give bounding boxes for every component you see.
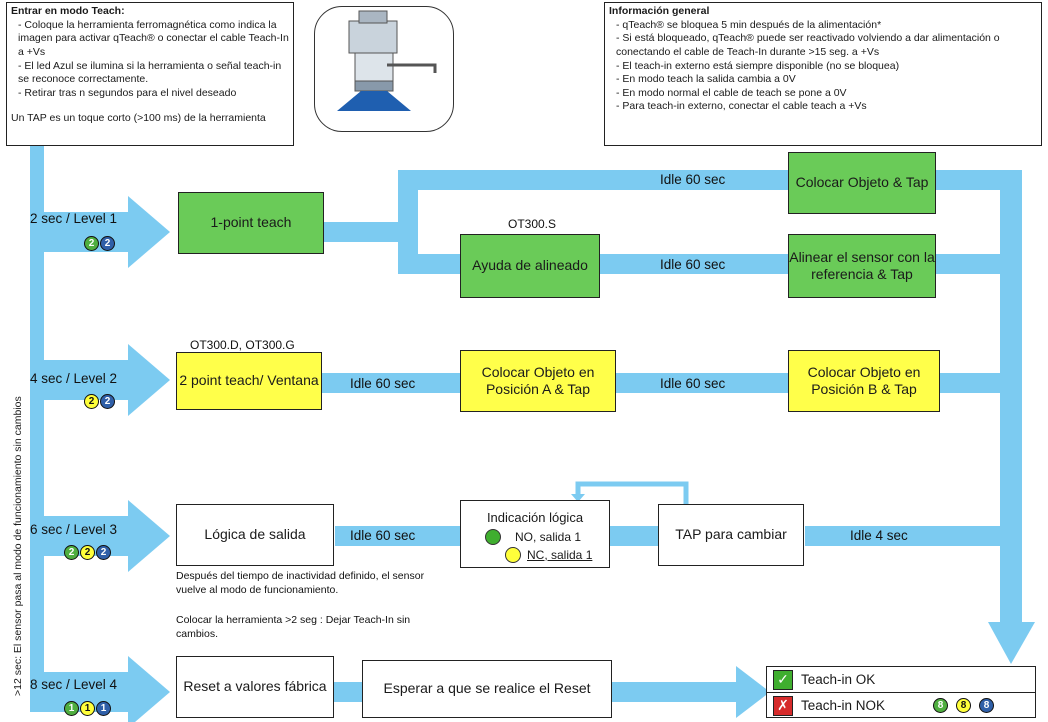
led-green: 8 [933, 698, 948, 713]
teach-mode-item: - El led Azul se ilumina si la herramien… [18, 59, 282, 86]
result-legend: ✓ Teach-in OK ✗ Teach-in NOK 8 8 8 [766, 666, 1036, 718]
level-1-leds: 2 2 [84, 236, 115, 251]
green-led-icon [485, 529, 501, 546]
info-item: - qTeach® se bloquea 5 min después de la… [616, 18, 882, 31]
tap-note: Un TAP es un toque corto (>100 ms) de la… [11, 112, 266, 125]
tap-cambiar-box: TAP para cambiar [658, 504, 804, 566]
level-1-label: 2 sec / Level 1 [30, 211, 118, 226]
inactivity-note: Después del tiempo de inactividad defini… [176, 570, 425, 596]
logica-salida-box: Lógica de salida [176, 504, 334, 566]
ayuda-alineado-box: Ayuda de alineado [460, 234, 600, 298]
cross-icon: ✗ [773, 695, 793, 716]
teach-nok-row: ✗ Teach-in NOK 8 8 8 [767, 693, 1035, 718]
info-item: - En modo teach la salida cambia a 0V [616, 73, 796, 86]
indicacion-logica-box: Indicación lógica NO, salida 1 NC, salid… [460, 500, 610, 568]
posicion-a-box: Colocar Objeto en Posición A & Tap [460, 350, 616, 412]
level-3-leds: 2 2 2 [64, 545, 111, 560]
teach-mode-title: Entrar en modo Teach: [11, 5, 125, 17]
level-3-label: 6 sec / Level 3 [30, 522, 118, 537]
teach-mode-item: - Coloque la herramienta ferromagnética … [18, 18, 289, 58]
alinear-sensor-box: Alinear el sensor con la referencia & Ta… [788, 234, 936, 298]
posicion-b-box: Colocar Objeto en Posición B & Tap [788, 350, 940, 412]
nc-salida-label: NC, salida 1 [527, 547, 593, 562]
check-icon: ✓ [773, 669, 793, 690]
led-yellow: 1 [80, 701, 95, 716]
teach-ok-row: ✓ Teach-in OK [767, 667, 1035, 693]
teach-nok-label: Teach-in NOK [801, 698, 886, 713]
level-4-leds: 1 1 1 [64, 701, 111, 716]
nc-row: NC, salida 1 [505, 547, 609, 564]
idle-label-3: Idle 60 sec [350, 376, 416, 391]
one-point-teach-box: 1-point teach [178, 192, 324, 254]
level-4-label: 8 sec / Level 4 [30, 677, 118, 692]
led-blue: 8 [979, 698, 994, 713]
idle-label-4: Idle 60 sec [660, 376, 726, 391]
nok-leds: 8 8 8 [933, 698, 994, 713]
sensor-illustration [314, 6, 454, 132]
info-item: - En modo normal el cable de teach se po… [616, 86, 847, 99]
sensor-icon [337, 10, 437, 111]
led-blue: 2 [100, 236, 115, 251]
led-yellow: 2 [80, 545, 95, 560]
led-yellow: 2 [84, 394, 99, 409]
idle-label-2: Idle 60 sec [660, 257, 726, 272]
led-blue: 2 [96, 545, 111, 560]
colocar-objeto-tap-box: Colocar Objeto & Tap [788, 152, 936, 214]
reset-box: Reset a valores fábrica [176, 656, 334, 718]
general-info-box: Información general - qTeach® se bloquea… [604, 2, 1042, 146]
teach-mode-box: Entrar en modo Teach: - Coloque la herra… [6, 2, 294, 146]
teach-ok-label: Teach-in OK [801, 672, 876, 687]
yellow-led-icon [505, 547, 521, 564]
led-yellow: 8 [956, 698, 971, 713]
esperar-reset-box: Esperar a que se realice el Reset [362, 660, 612, 718]
model-ot300dg: OT300.D, OT300.G [190, 338, 295, 352]
led-blue: 2 [100, 394, 115, 409]
idle-label-1: Idle 60 sec [660, 172, 726, 187]
indicacion-title: Indicación lógica [486, 510, 584, 525]
general-info-title: Información general [609, 5, 710, 17]
led-green: 1 [64, 701, 79, 716]
idle-label-5: Idle 60 sec [350, 528, 416, 543]
led-blue: 1 [96, 701, 111, 716]
idle-label-6: Idle 4 sec [850, 528, 908, 543]
info-item: - Si está bloqueado, qTeach® puede ser r… [616, 32, 1000, 58]
vertical-note: >12 sec: El sensor pasa al modo de funci… [12, 396, 24, 696]
level-2-leds: 2 2 [84, 394, 115, 409]
no-row: NO, salida 1 [485, 529, 609, 546]
level-2-label: 4 sec / Level 2 [30, 371, 118, 386]
led-green: 2 [64, 545, 79, 560]
teach-mode-item: - Retirar tras n segundos para el nivel … [18, 86, 237, 99]
tool-note: Colocar la herramienta >2 seg : Dejar Te… [176, 614, 411, 640]
model-ot300s: OT300.S [508, 217, 557, 231]
no-salida-label: NO, salida 1 [515, 529, 582, 544]
info-item: - Para teach-in externo, conectar el cab… [616, 100, 867, 113]
led-green: 2 [84, 236, 99, 251]
two-point-teach-box: 2 point teach/ Ventana [176, 352, 322, 410]
info-item: - El teach-in externo está siempre dispo… [616, 59, 900, 72]
